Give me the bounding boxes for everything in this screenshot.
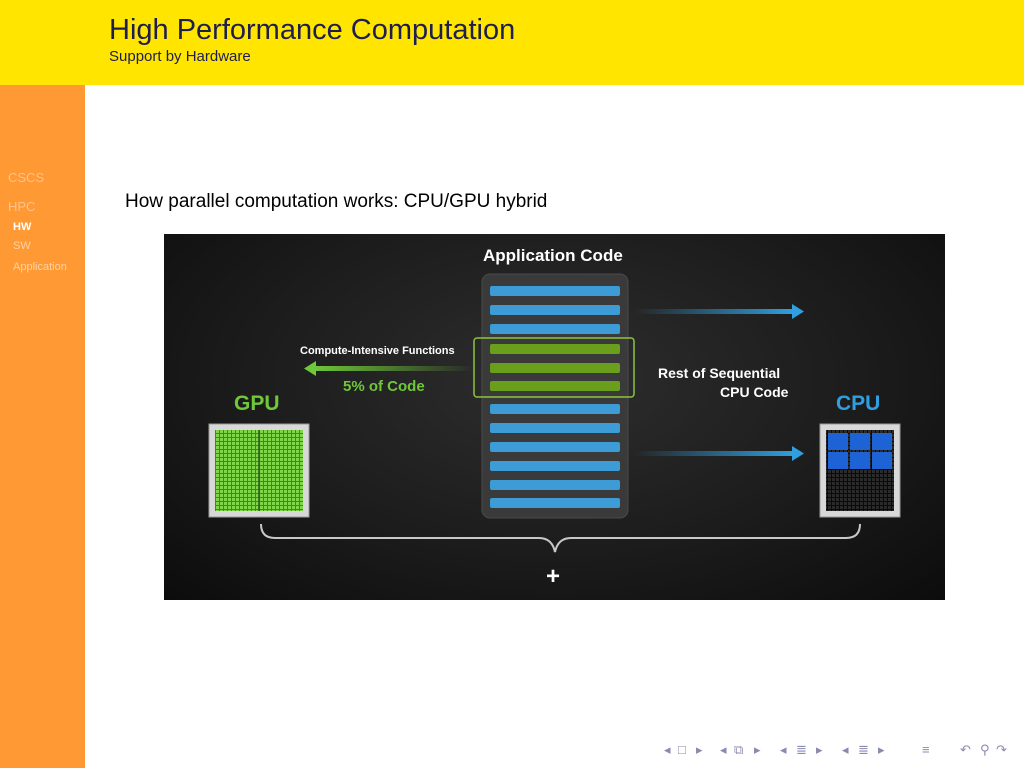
compute-intensive-label: Compute-Intensive Functions	[300, 345, 455, 357]
frame-right-arrow-icon[interactable]: ▸	[696, 742, 703, 757]
gpu-label: GPU	[234, 392, 280, 415]
code-bar	[490, 461, 620, 471]
gpu-arrow-shaft	[314, 366, 474, 371]
cpu-core	[872, 433, 892, 450]
align-icon[interactable]: ≡	[922, 742, 930, 757]
sidebar-section-cscs[interactable]: CSCS	[8, 170, 45, 185]
code-bar-compute	[490, 344, 620, 354]
sidebar-section-hpc[interactable]: HPC	[8, 199, 36, 214]
code-bar-compute	[490, 363, 620, 373]
code-bar-compute	[490, 381, 620, 391]
sequential-code-label-line1: Rest of Sequential	[658, 365, 781, 381]
page-subtitle: Support by Hardware	[109, 48, 251, 65]
code-bar	[490, 423, 620, 433]
cpu-core	[850, 433, 870, 450]
cpu-core	[828, 433, 848, 450]
code-bar	[490, 305, 620, 315]
sidebar-item-sw[interactable]: SW	[13, 240, 31, 252]
code-bar	[490, 404, 620, 414]
cpu-arrow-top-shaft	[634, 309, 794, 314]
subsection-nav-icon[interactable]: ≣	[858, 742, 869, 757]
page-title: High Performance Computation	[109, 14, 516, 46]
search-icon[interactable]: ⚲	[980, 742, 990, 757]
subsection-nav-left-arrow-icon[interactable]: ◂	[842, 742, 849, 757]
application-code-title: Application Code	[483, 246, 623, 265]
frame-icon[interactable]: □	[678, 742, 686, 757]
subsection-left-arrow-icon[interactable]: ◂	[720, 742, 727, 757]
sequential-code-label-line2: CPU Code	[720, 384, 789, 400]
cpu-arrow-top-head	[792, 304, 804, 319]
cpu-core	[872, 452, 892, 469]
code-bar	[490, 498, 620, 508]
code-bar	[490, 480, 620, 490]
gpu-arrow-head	[304, 361, 316, 376]
combined-brace	[260, 523, 861, 553]
section-icon[interactable]: ≣	[796, 742, 807, 757]
slide-caption: How parallel computation works: CPU/GPU …	[125, 191, 548, 212]
frame-left-arrow-icon[interactable]: ◂	[664, 742, 671, 757]
beamer-navigation: ◂ □ ▸ ◂ ⧉ ▸ ◂ ≣ ▸ ◂ ≣ ▸ ≡ ↶ ⚲ ↷	[664, 742, 1020, 762]
subsection-right-arrow-icon[interactable]: ▸	[754, 742, 761, 757]
sidebar-item-application[interactable]: Application	[13, 261, 67, 273]
header-corner	[0, 0, 85, 85]
cpu-core	[850, 452, 870, 469]
cpu-gpu-hybrid-diagram: Application Code Compute-Intensive Funct…	[164, 234, 945, 600]
cpu-core	[828, 452, 848, 469]
diagram-graphics	[208, 273, 901, 553]
section-right-arrow-icon[interactable]: ▸	[816, 742, 823, 757]
subsection-nav-right-arrow-icon[interactable]: ▸	[878, 742, 885, 757]
subsection-icon[interactable]: ⧉	[734, 742, 744, 757]
sidebar	[0, 85, 85, 768]
plus-sign: +	[546, 563, 561, 590]
redo-icon[interactable]: ↷	[996, 742, 1007, 757]
cpu-arrow-bottom-head	[792, 446, 804, 461]
header-bar: High Performance Computation Support by …	[0, 0, 1024, 85]
application-code-column	[481, 273, 629, 519]
cpu-arrow-bottom-shaft	[634, 451, 794, 456]
code-share-label: 5% of Code	[343, 378, 425, 395]
code-bar	[490, 286, 620, 296]
sidebar-item-hw[interactable]: HW	[13, 221, 32, 233]
undo-icon[interactable]: ↶	[960, 742, 971, 757]
code-bar	[490, 324, 620, 334]
cpu-label: CPU	[836, 392, 881, 415]
code-bar	[490, 442, 620, 452]
section-left-arrow-icon[interactable]: ◂	[780, 742, 787, 757]
